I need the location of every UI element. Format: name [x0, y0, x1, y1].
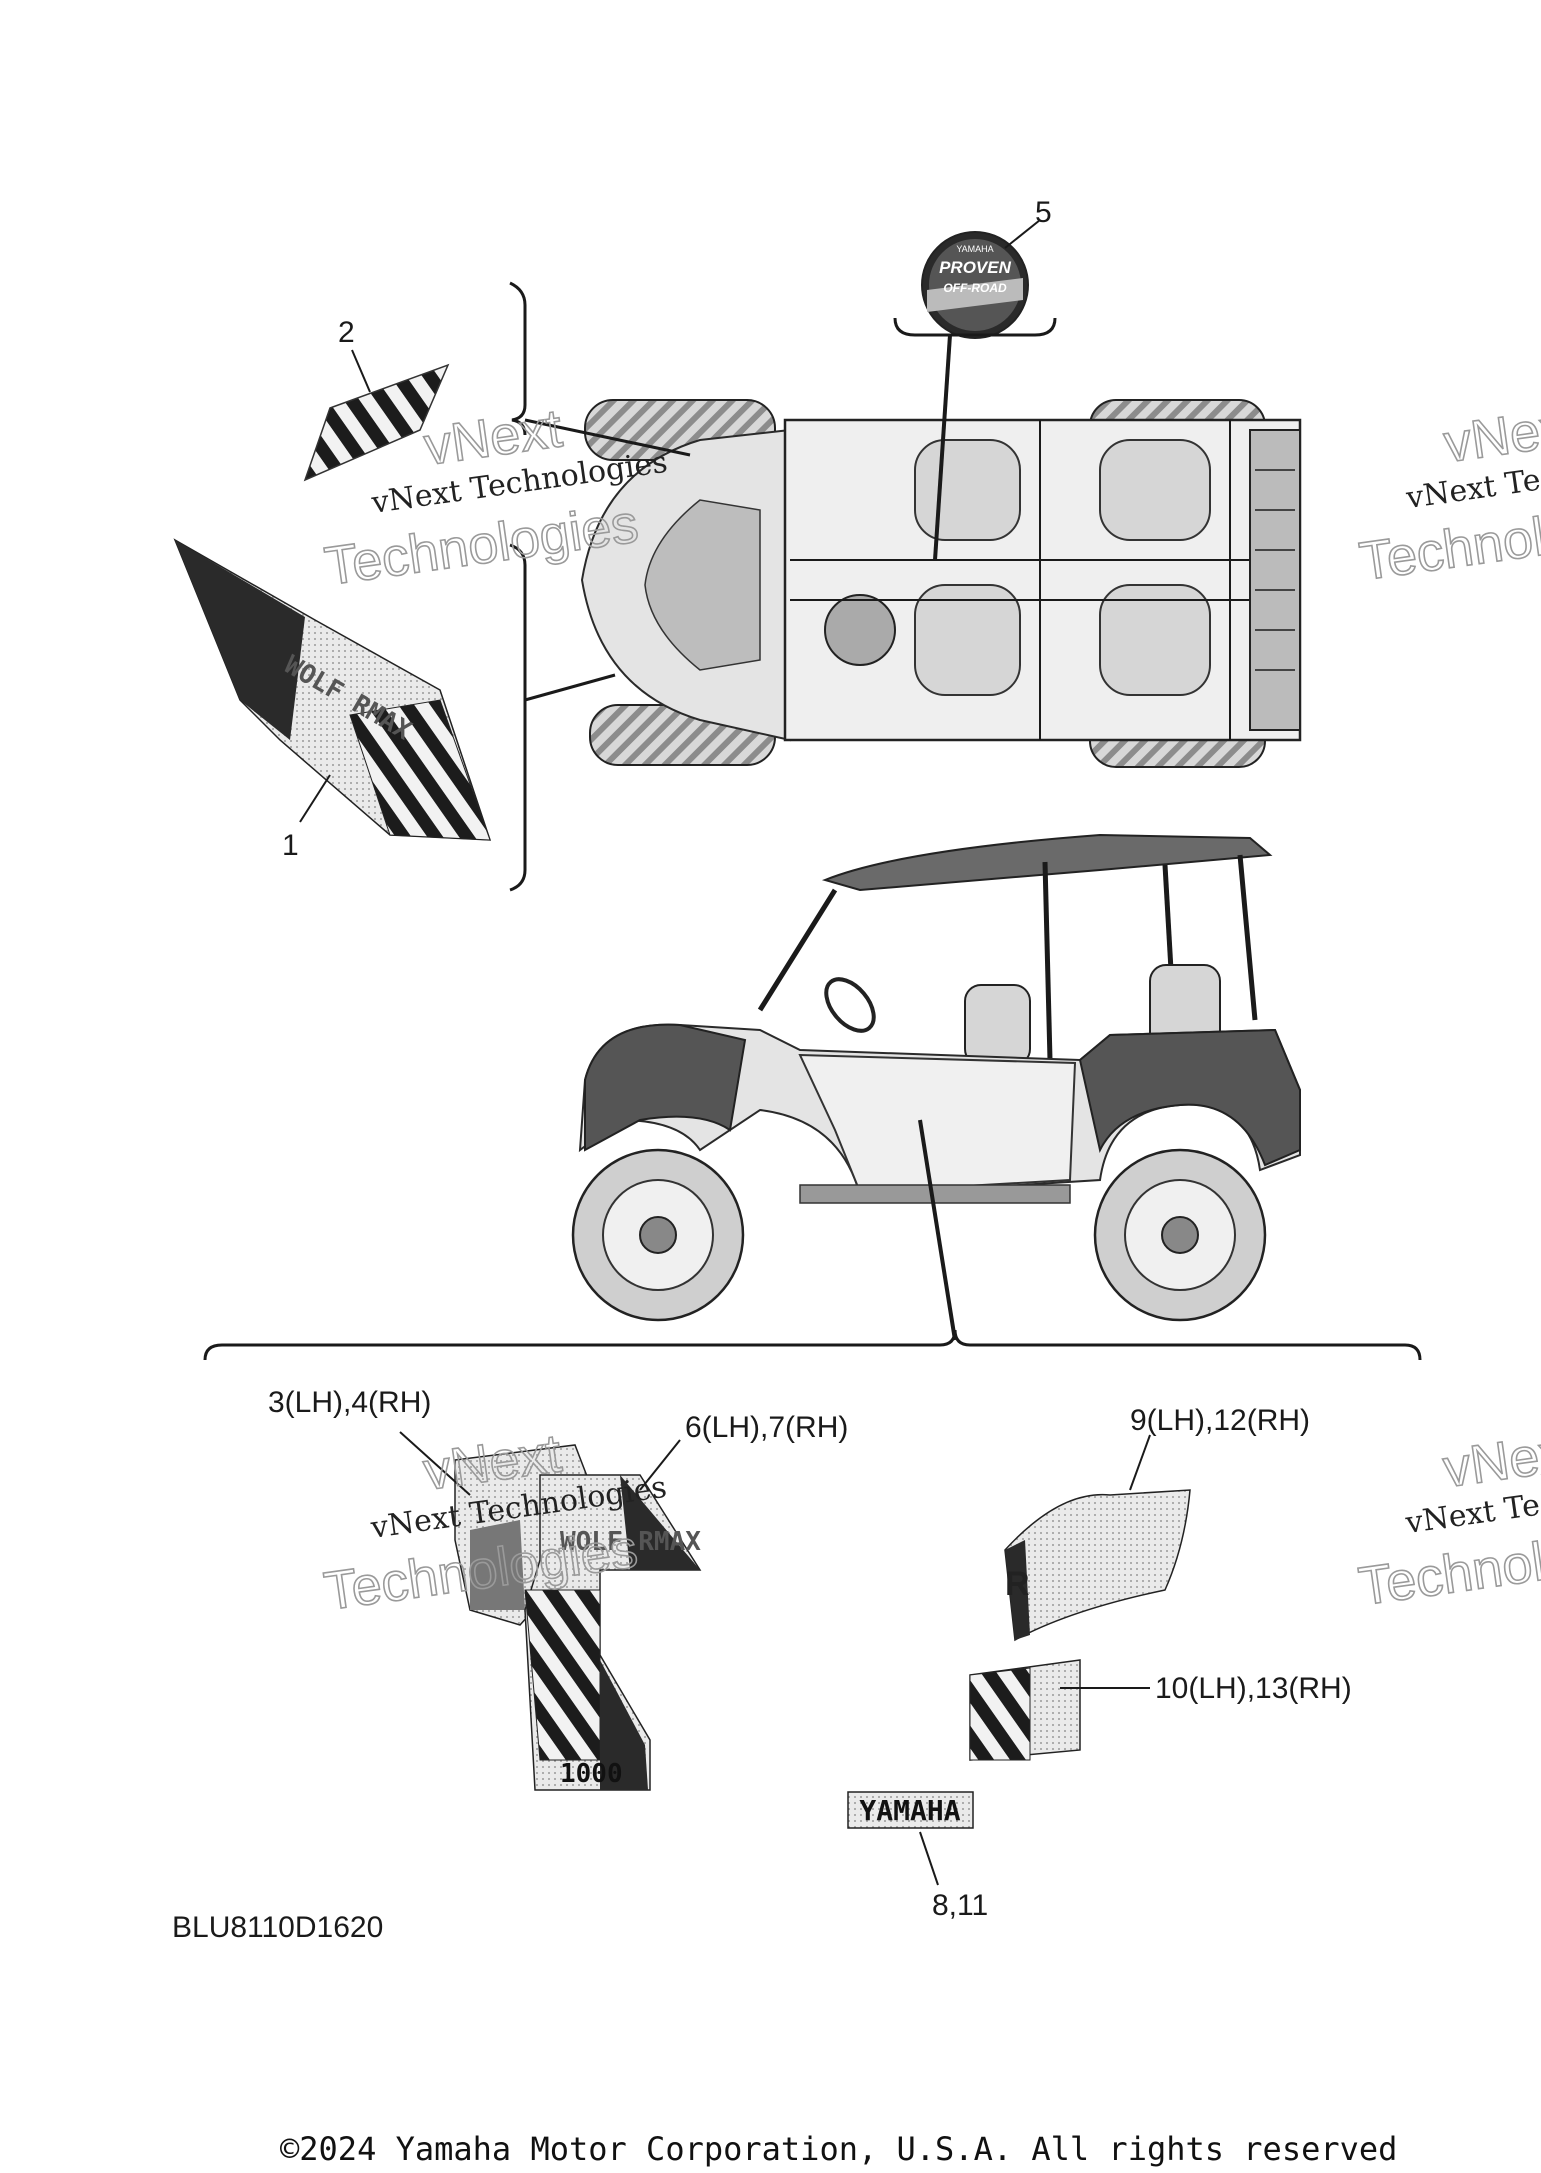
svg-text:vNext: vNext [1440, 1421, 1541, 1500]
copyright: ©2024 Yamaha Motor Corporation, U.S.A. A… [280, 2130, 1397, 2168]
watermark-4: vNext Technologies vNext Technologies [1354, 1420, 1541, 1618]
vehicle-side-view [571, 833, 1301, 1322]
callout-10-13: 10(LH),13(RH) [1155, 1672, 1352, 1705]
top-cab-frame [783, 418, 1302, 742]
leader-1-to-vehicle [524, 673, 616, 702]
bracket-top [509, 281, 527, 436]
side-rear-fender [1078, 1028, 1301, 1167]
svg-text:vNext: vNext [1440, 395, 1541, 474]
decal-9-12-letter: R [1005, 1565, 1030, 1603]
leader-2-to-vehicle [524, 418, 691, 457]
top-cargo-bed [1249, 429, 1301, 731]
leader-5-to-vehicle [933, 334, 952, 561]
top-steering-wheel [824, 594, 896, 666]
callout-6-7: 6(LH),7(RH) [685, 1411, 848, 1444]
side-door-panel [798, 1053, 1077, 1194]
yamaha-label-8-11: YAMAHA [847, 1791, 974, 1829]
leader-8-11 [919, 1831, 939, 1886]
decal-1: WOLF RMAX [173, 538, 492, 841]
decal-6-7-engine-number: 1000 [560, 1759, 623, 1789]
badge-brand: YAMAHA [956, 244, 993, 254]
leader-1 [299, 774, 331, 823]
top-hood-detail [644, 499, 761, 671]
badge-5: YAMAHA PROVEN OFF-ROAD [921, 231, 1029, 339]
callout-3-4: 3(LH),4(RH) [268, 1386, 431, 1419]
callout-2: 2 [338, 316, 355, 349]
decal-10-13 [969, 1659, 1081, 1761]
yamaha-label-text: YAMAHA [859, 1794, 960, 1827]
callout-1: 1 [282, 829, 299, 862]
top-front-right-seat [914, 584, 1021, 696]
decal-9-12: R [1004, 1489, 1191, 1642]
badge-bottom-text: OFF-ROAD [943, 281, 1007, 295]
top-front-left-seat [914, 439, 1021, 541]
badge-top-text: PROVEN [939, 258, 1012, 277]
decal-2-stripe [303, 363, 450, 482]
leader-5 [1004, 219, 1041, 249]
callout-8-11: 8,11 [932, 1889, 988, 1922]
leader-2 [351, 349, 371, 393]
callout-5: 5 [1035, 196, 1052, 229]
top-rear-right-seat [1099, 584, 1211, 696]
decal-6-7: WOLF RMAX 1000 [524, 1474, 702, 1791]
vehicle-top-view [580, 399, 1302, 768]
badge-5-bracket [893, 317, 1057, 337]
top-rear-left-seat [1099, 439, 1211, 541]
leader-3-4 [399, 1431, 471, 1496]
decal-6-7-model-text: WOLF RMAX [560, 1527, 701, 1557]
callout-9-12: 9(LH),12(RH) [1130, 1404, 1310, 1437]
leader-side-to-bracket [918, 1119, 957, 1341]
bracket-lower [509, 543, 527, 892]
leader-9-12 [1129, 1434, 1151, 1491]
side-front-fender [584, 1023, 747, 1152]
leader-6-7 [639, 1439, 681, 1491]
diagram-code: BLU8110D1620 [172, 1911, 383, 1944]
watermark-2: vNext Technologies vNext Technologies [1355, 395, 1541, 593]
lower-bracket [203, 1329, 1422, 1361]
